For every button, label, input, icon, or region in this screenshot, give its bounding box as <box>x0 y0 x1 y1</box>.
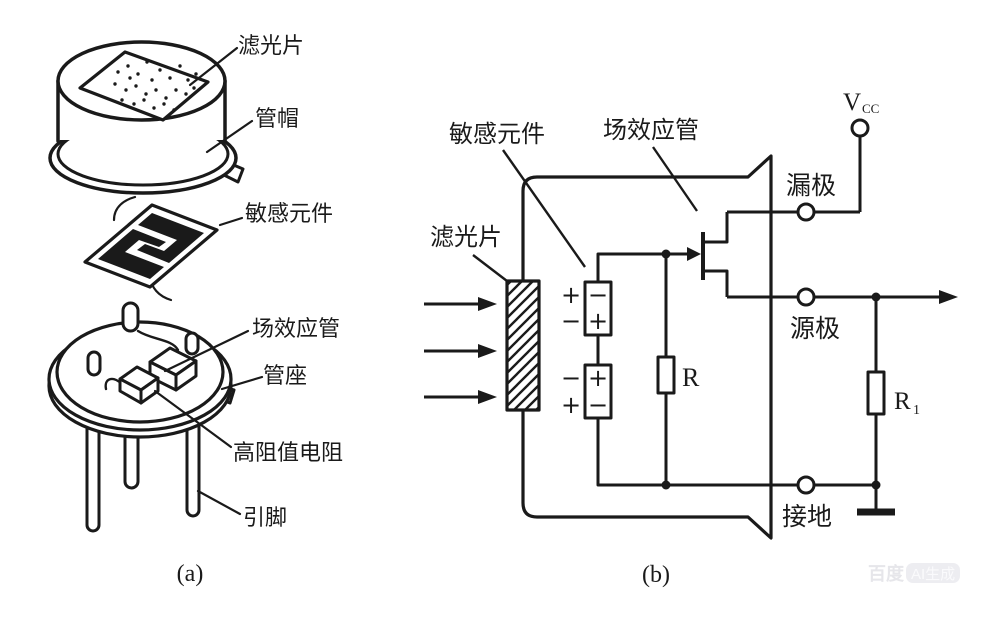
figure-a-drawing: 滤光片 管帽 敏感元件 场效应管 管座 高阻值电阻 引脚 (a) <box>47 33 343 587</box>
fet-symbol <box>701 212 729 297</box>
electrode-pattern-top <box>137 213 204 263</box>
watermark-brand: 百度 <box>868 563 905 584</box>
polarity-sign: + <box>561 281 581 309</box>
ir-arrows <box>424 297 497 404</box>
label-source: 源极 <box>790 315 840 343</box>
filter-window <box>78 50 210 122</box>
filter-slab <box>505 279 541 412</box>
terminal-ground <box>796 475 816 495</box>
resistor-box <box>118 365 160 405</box>
circuit-package-outline <box>521 154 773 540</box>
terminal-source <box>796 287 816 307</box>
output-arrowhead <box>939 290 958 304</box>
terminal-drain <box>796 202 816 222</box>
vcc-label-sub: CC <box>862 101 879 116</box>
caption-a: (a) <box>177 561 204 587</box>
pyro-elements: + − − + − + + − <box>561 280 613 420</box>
gate-arrowhead <box>687 247 701 261</box>
resistor-r1 <box>866 370 886 416</box>
label-fet-a: 场效应管 <box>252 316 340 341</box>
pin-top-left <box>86 350 102 377</box>
watermark-pill <box>906 563 960 583</box>
sensitive-element-plate <box>83 195 219 302</box>
label-drain: 漏极 <box>786 172 836 200</box>
label-filter-b: 滤光片 <box>430 224 502 251</box>
base-wire <box>136 329 180 352</box>
resistor-r-label: R <box>682 363 700 392</box>
vcc-terminal <box>850 118 870 138</box>
polarity-sign: + <box>588 364 608 392</box>
pin-top-back <box>121 301 140 333</box>
circuit-wires <box>596 136 940 510</box>
electrode-pattern-bottom <box>98 229 166 279</box>
polarity-sign: − <box>561 307 581 335</box>
label-base-a: 管座 <box>263 363 307 388</box>
label-element-b: 敏感元件 <box>449 121 545 148</box>
base-drawing <box>47 301 236 533</box>
watermark-tag: AI生成 <box>911 566 955 583</box>
resistor-r1-sub: 1 <box>913 403 920 418</box>
label-resistor-a: 高阻值电阻 <box>233 440 343 465</box>
label-element-a: 敏感元件 <box>245 201 333 226</box>
polarity-sign: − <box>561 364 581 392</box>
cap-drawing <box>48 40 245 195</box>
junction-dots <box>661 249 881 490</box>
polarity-sign: − <box>588 281 608 309</box>
resistor-r <box>656 355 676 395</box>
polarity-sign: + <box>561 391 581 419</box>
caption-b: (b) <box>642 562 670 588</box>
vcc-label: V <box>843 89 861 116</box>
label-cap-a: 管帽 <box>255 106 299 131</box>
watermark: 百度 AI生成 <box>868 563 960 584</box>
label-filter-a: 滤光片 <box>238 33 304 58</box>
polarity-sign: − <box>588 391 608 419</box>
label-pin-a: 引脚 <box>243 505 287 530</box>
filter-window-dots <box>113 60 198 112</box>
leader-lines-b <box>472 146 698 282</box>
polarity-sign: + <box>588 307 608 335</box>
figure-b-drawing: + − − + − + + − R R 1 V CC <box>424 89 958 588</box>
resistor-r1-label: R <box>894 388 911 415</box>
leader-lines-a <box>153 46 264 516</box>
pin-top-right <box>184 331 200 356</box>
label-ground: 接地 <box>782 503 832 531</box>
label-fet-b: 场效应管 <box>603 117 699 144</box>
